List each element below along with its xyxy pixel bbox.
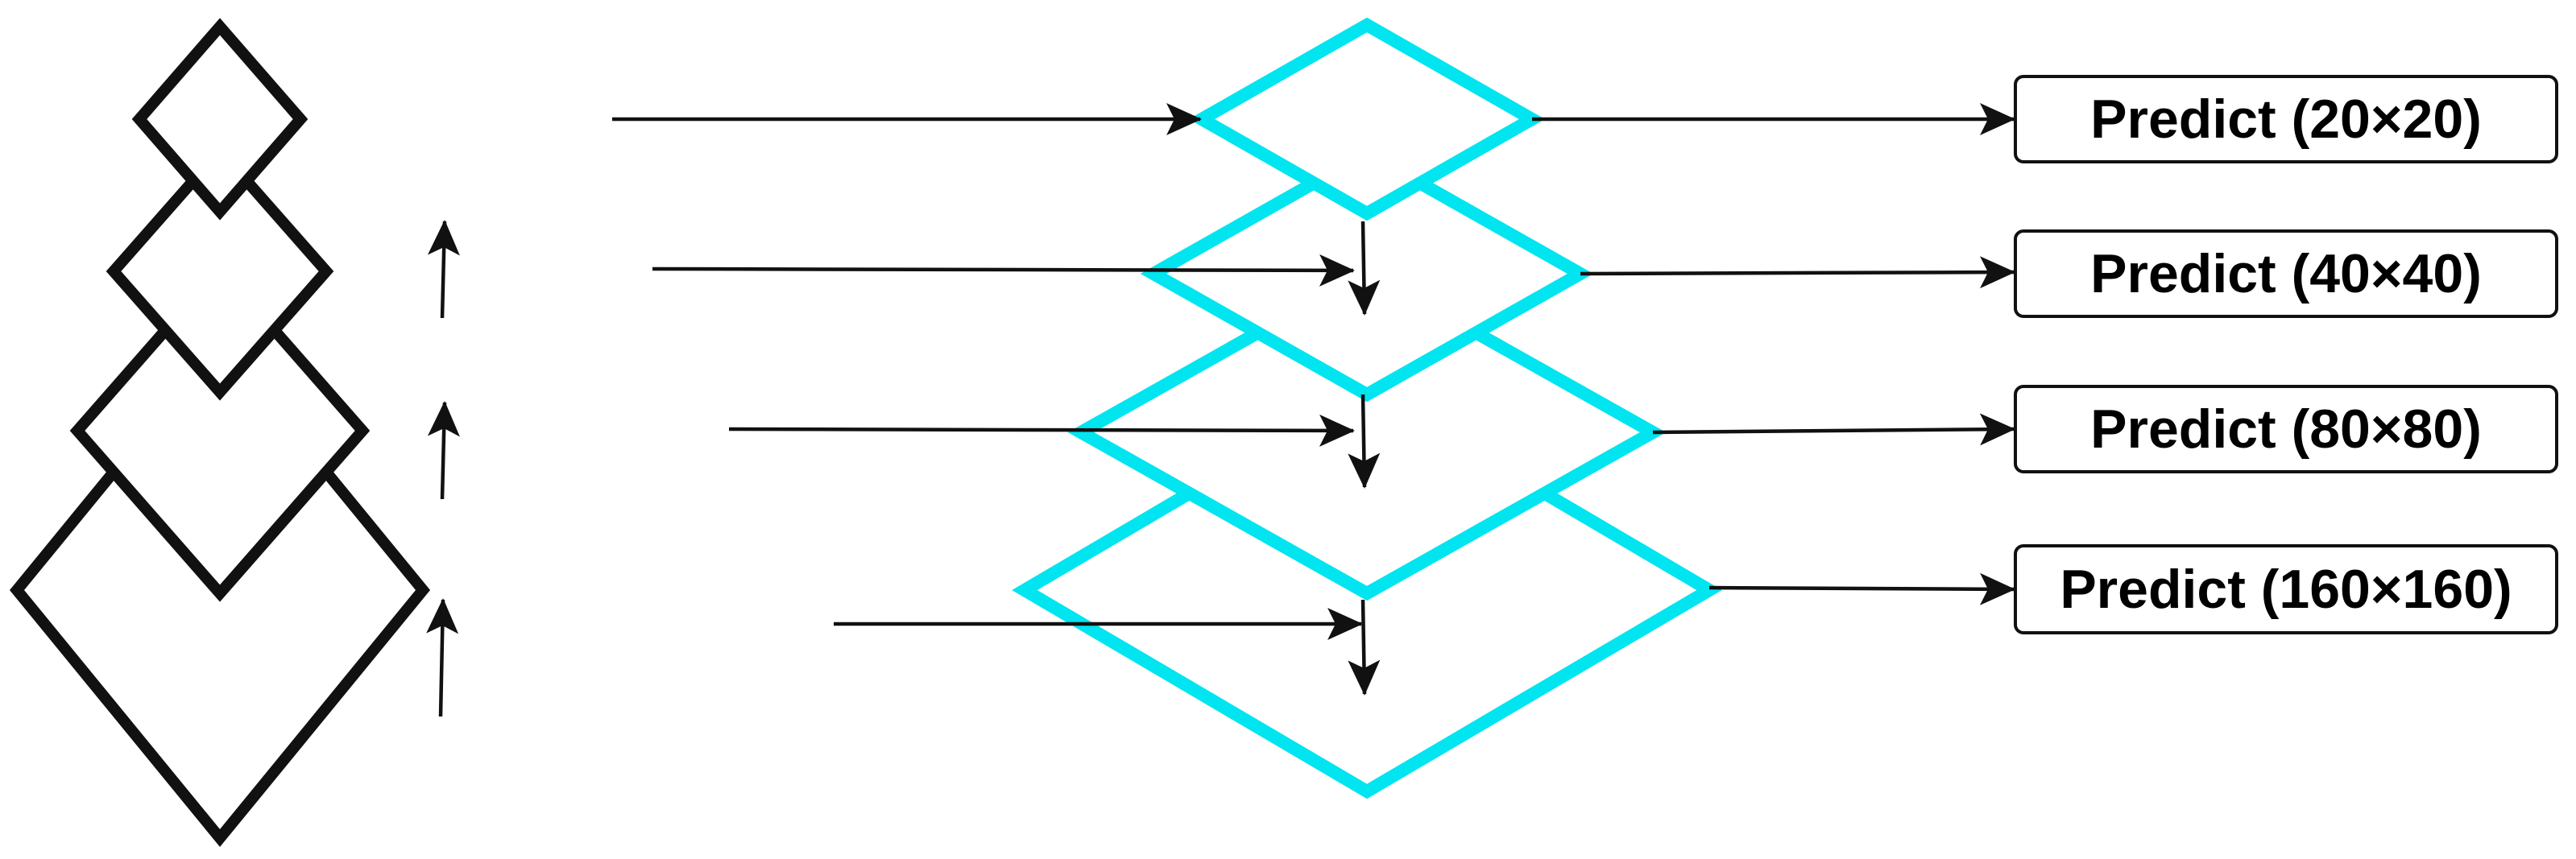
output-arrow-4 <box>1708 572 2015 605</box>
upward-arrow-3 <box>427 220 460 319</box>
feature-map-2 <box>106 142 334 401</box>
predict-box-80: Predict (80×80) <box>2014 385 2558 473</box>
upward-arrow-1 <box>426 598 459 717</box>
feature-map-1 <box>131 18 309 221</box>
downward-arrow-2 <box>1348 394 1381 489</box>
fused-map-1 <box>1188 17 1546 221</box>
upward-arrow-2 <box>427 401 460 500</box>
output-arrow-3 <box>1652 413 2015 446</box>
lateral-arrow-3 <box>728 414 1355 447</box>
downward-arrow-1 <box>1348 221 1381 316</box>
predict-box-20: Predict (20×20) <box>2014 75 2558 163</box>
downward-arrow-3 <box>1348 599 1381 696</box>
predict-box-40: Predict (40×40) <box>2014 229 2558 318</box>
lateral-arrow-2 <box>652 254 1355 287</box>
output-arrow-2 <box>1580 256 2015 289</box>
predict-box-160: Predict (160×160) <box>2014 544 2558 634</box>
